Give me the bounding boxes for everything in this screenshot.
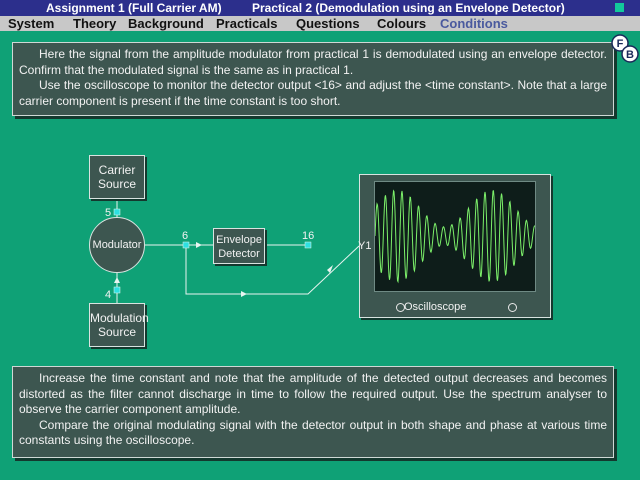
instructions-bottom-panel: Increase the time constant and note that…: [12, 366, 614, 458]
menu-system[interactable]: System: [8, 16, 55, 31]
node-4-label: 4: [105, 289, 112, 301]
node-4-terminal: [113, 286, 121, 294]
menu-conditions[interactable]: Conditions: [440, 16, 508, 31]
node-6-terminal: [182, 241, 190, 249]
menu-questions[interactable]: Questions: [296, 16, 360, 31]
menu-background[interactable]: Background: [128, 16, 204, 31]
instructions-bottom-para1: Increase the time constant and note that…: [19, 371, 607, 416]
oscilloscope-label: Oscilloscope: [404, 301, 467, 313]
assignment-title: Assignment 1 (Full Carrier AM): [46, 1, 222, 15]
window-control-button[interactable]: [615, 3, 624, 12]
oscilloscope-screen: [374, 181, 536, 292]
badge-letter-f: F: [617, 38, 624, 50]
scope-knob-left[interactable]: [396, 303, 405, 312]
menu-practicals[interactable]: Practicals: [216, 16, 278, 31]
carrier-source-block[interactable]: Carrier Source: [89, 155, 145, 199]
node-16-terminal: [304, 241, 312, 249]
modulation-source-block[interactable]: Modulation Source: [89, 303, 149, 347]
wire-node6-scope: [185, 245, 360, 295]
instructions-bottom-para2: Compare the original modulating signal w…: [19, 417, 607, 448]
instructions-top-para2: Use the oscilloscope to monitor the dete…: [19, 78, 607, 108]
scope-knob-right[interactable]: [508, 303, 517, 312]
menu-theory[interactable]: Theory: [73, 16, 117, 31]
modulation-source-label: Modulation Source: [90, 311, 149, 339]
menu-bar: System Theory Background Practicals Ques…: [0, 16, 640, 31]
modulator-label: Modulator: [92, 239, 142, 251]
carrier-source-label: Carrier Source: [97, 163, 137, 191]
envelope-detector-label: Envelope Detector: [216, 234, 262, 260]
practical-title: Practical 2 (Demodulation using an Envel…: [252, 1, 565, 15]
modulator-block[interactable]: Modulator: [89, 217, 145, 273]
y1-input-label: Y1: [358, 240, 372, 252]
instructions-top-para1: Here the signal from the amplitude modul…: [19, 47, 607, 77]
oscilloscope-panel[interactable]: Oscilloscope: [359, 174, 551, 318]
node-16-label: 16: [302, 230, 315, 242]
oscilloscope-trace: [375, 189, 535, 284]
node-5-label: 5: [105, 207, 112, 219]
badge-letter-b: B: [626, 49, 634, 61]
title-bar: Assignment 1 (Full Carrier AM) Practical…: [0, 0, 640, 16]
menu-colours[interactable]: Colours: [377, 16, 427, 31]
am-waveform-trace: [375, 189, 535, 284]
instructions-top-panel: Here the signal from the amplitude modul…: [12, 42, 614, 116]
node-5-terminal: [113, 208, 121, 216]
forward-back-icon[interactable]: F B: [610, 34, 640, 64]
node-6-label: 6: [182, 230, 189, 242]
envelope-detector-block[interactable]: Envelope Detector: [213, 228, 265, 264]
